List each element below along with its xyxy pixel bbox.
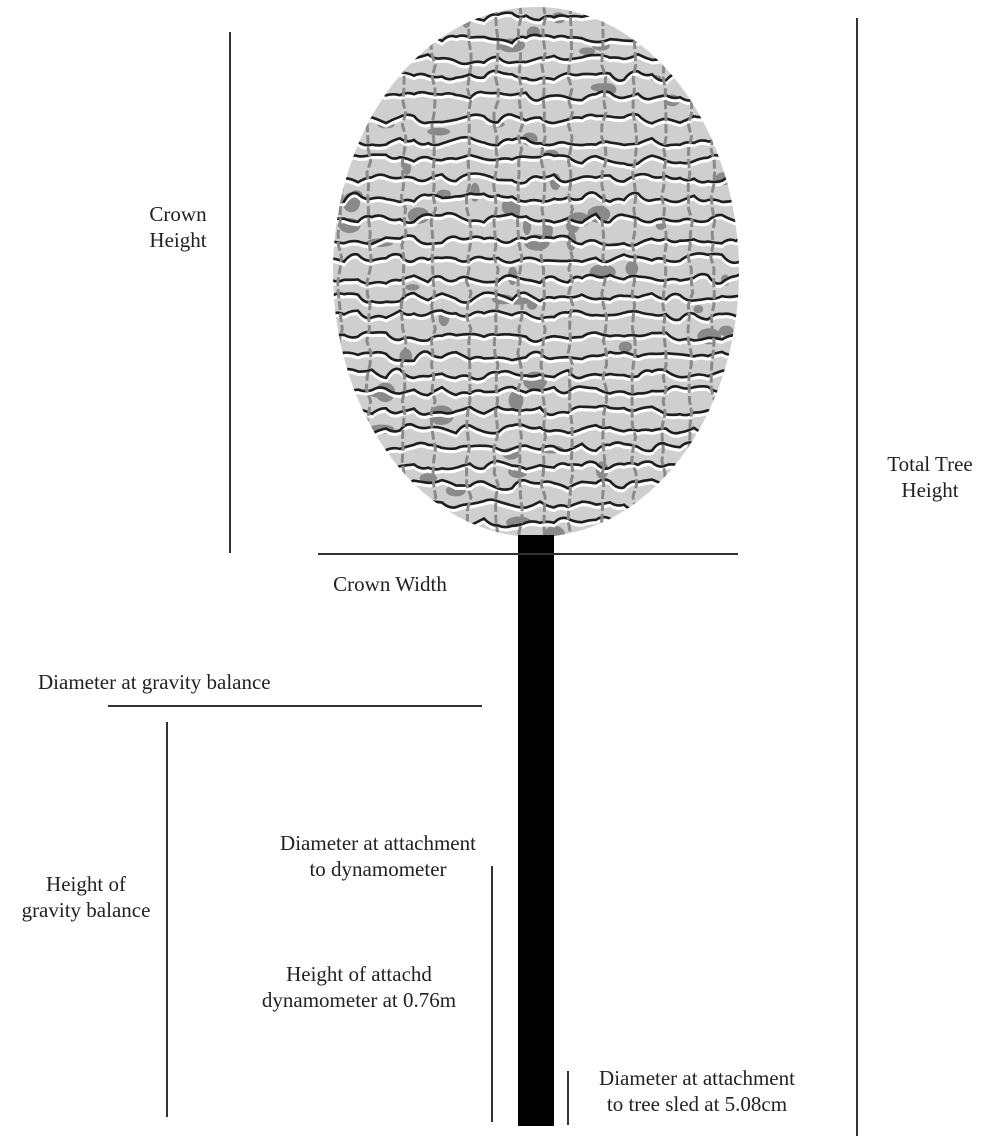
- diameter-dynamometer-label-line2: to dynamometer: [258, 856, 498, 882]
- crown-blotch: [688, 503, 704, 522]
- crown-blotch: [392, 528, 409, 537]
- crown-height-label-line1: Crown: [132, 201, 224, 227]
- height-dynamometer-label: Height of attachd dynamometer at 0.76m: [236, 961, 482, 1013]
- crown-blotch: [329, 80, 351, 96]
- crown-height-label-line2: Height: [132, 227, 224, 253]
- crown-blotch: [436, 511, 444, 522]
- crown-blotch: [395, 22, 405, 28]
- crown-blotch: [626, 261, 639, 276]
- height-gravity-balance-label: Height of gravity balance: [6, 871, 166, 923]
- crown-width-label-text: Crown Width: [310, 571, 470, 597]
- diameter-dynamometer-label-line1: Diameter at attachment: [258, 830, 498, 856]
- tree-crown: [333, 7, 739, 537]
- crown-height-label: Crown Height: [132, 201, 224, 253]
- crown-blotch: [405, 284, 419, 290]
- crown-blotch: [357, 473, 367, 480]
- crown-blotch: [427, 128, 450, 136]
- height-gravity-balance-label-line1: Height of: [6, 871, 166, 897]
- crown-blotch: [619, 342, 632, 353]
- tree-trunk: [518, 535, 554, 1126]
- diameter-dynamometer-label: Diameter at attachment to dynamometer: [258, 830, 498, 882]
- height-dynamometer-label-line1: Height of attachd: [236, 961, 482, 987]
- diameter-gravity-balance-label-text: Diameter at gravity balance: [38, 669, 328, 695]
- total-tree-height-label-line2: Height: [876, 477, 984, 503]
- crown-blotch: [700, 458, 723, 473]
- crown-width-label: Crown Width: [310, 571, 470, 597]
- total-tree-height-label-line1: Total Tree: [876, 451, 984, 477]
- diameter-gravity-balance-label: Diameter at gravity balance: [38, 669, 328, 695]
- crown-blotch: [470, 183, 480, 202]
- crown-blotch: [694, 305, 704, 313]
- crown-blotch: [389, 22, 416, 42]
- diameter-tree-sled-label-line2: to tree sled at 5.08cm: [574, 1091, 820, 1117]
- total-tree-height-label: Total Tree Height: [876, 451, 984, 503]
- diameter-tree-sled-label: Diameter at attachment to tree sled at 5…: [574, 1065, 820, 1117]
- height-dynamometer-label-line2: dynamometer at 0.76m: [236, 987, 482, 1013]
- diameter-tree-sled-label-line1: Diameter at attachment: [574, 1065, 820, 1091]
- height-gravity-balance-label-line2: gravity balance: [6, 897, 166, 923]
